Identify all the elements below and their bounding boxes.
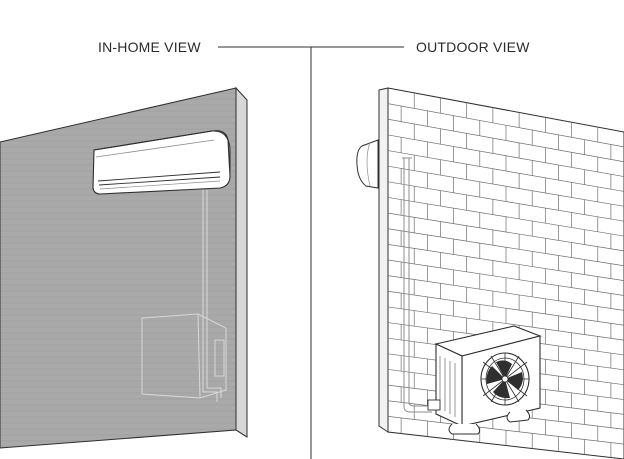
interior-refrigerant-line xyxy=(202,190,222,402)
in-home-view-label: IN-HOME VIEW xyxy=(92,38,207,56)
exterior-refrigerant-line xyxy=(402,157,432,413)
header-connector xyxy=(218,46,404,459)
ghost-outdoor-unit xyxy=(141,313,227,399)
wall-through-indoor-unit xyxy=(356,139,379,189)
indoor-ac-unit-icon xyxy=(92,130,231,195)
outdoor-view-label: OUTDOOR VIEW xyxy=(410,38,536,56)
outdoor-condenser-icon xyxy=(427,325,542,435)
